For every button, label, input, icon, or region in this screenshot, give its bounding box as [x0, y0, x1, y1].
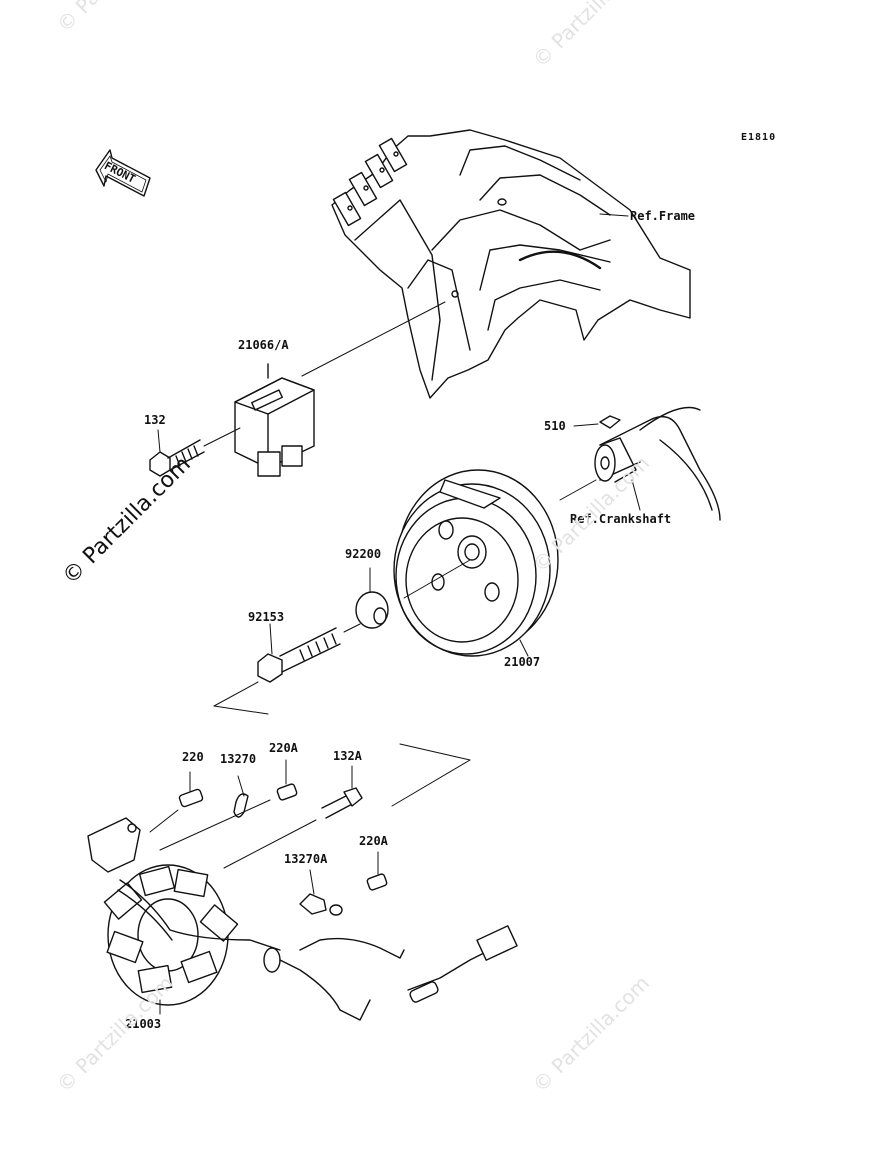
- flywheel-drawing: [393, 469, 559, 657]
- part-label-ref-crankshaft[interactable]: Ref.Crankshaft: [570, 512, 672, 526]
- part-label-220a-top[interactable]: 220A: [269, 741, 298, 755]
- part-label-510[interactable]: 510: [544, 419, 566, 433]
- bolt-92153-drawing: [257, 623, 361, 683]
- front-arrow-icon: [95, 149, 151, 197]
- part-label-21066a[interactable]: 21066/A: [238, 338, 289, 352]
- part-label-13270a[interactable]: 13270A: [284, 852, 328, 866]
- part-label-ref-frame[interactable]: Ref.Frame: [630, 209, 696, 223]
- stator-bolts-drawing: [149, 759, 388, 916]
- frame-drawing: [331, 129, 691, 399]
- regulator-drawing: [234, 301, 446, 477]
- part-label-92153[interactable]: 92153: [248, 610, 285, 624]
- part-label-92200[interactable]: 92200: [345, 547, 382, 561]
- part-label-220a-bottom[interactable]: 220A: [359, 834, 388, 848]
- crankshaft-drawing: [559, 406, 721, 521]
- part-label-132a[interactable]: 132A: [333, 749, 362, 763]
- part-label-132[interactable]: 132: [144, 413, 166, 427]
- washer-drawing: [355, 567, 389, 629]
- bolt-132-drawing: [149, 427, 241, 477]
- part-label-21003[interactable]: 21003: [125, 1017, 162, 1031]
- part-label-21007[interactable]: 21007: [504, 655, 541, 669]
- part-label-220[interactable]: 220: [182, 750, 204, 764]
- stator-drawing: [87, 817, 518, 1021]
- part-label-13270[interactable]: 13270: [220, 752, 257, 766]
- diagram-code: E1810: [741, 132, 777, 143]
